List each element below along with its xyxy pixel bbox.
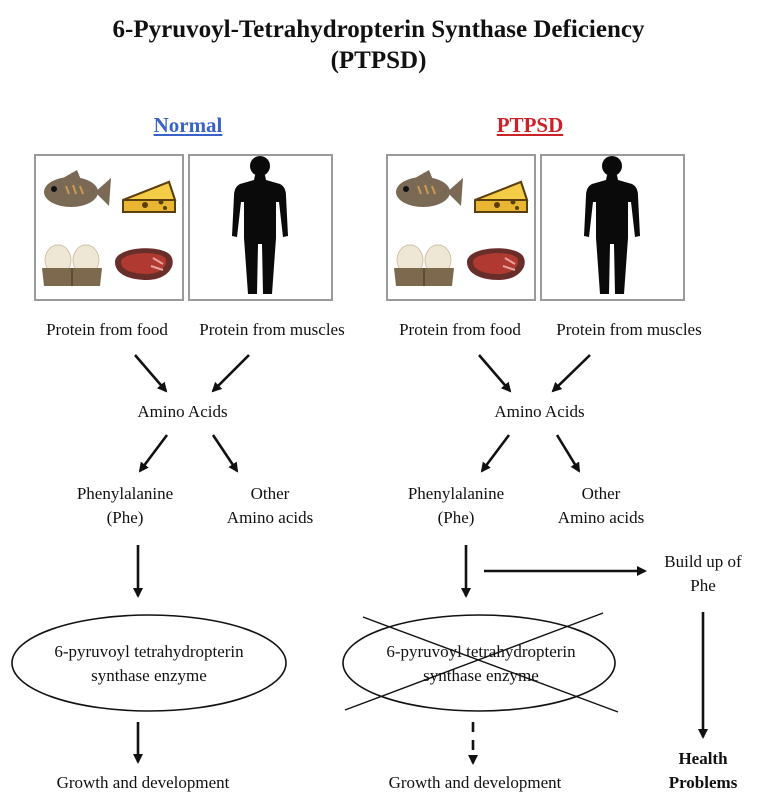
cross-out-line	[362, 616, 619, 713]
enzyme-ellipse	[11, 614, 287, 712]
arrow-amino-to-other	[211, 434, 239, 473]
normal-outcome-label: Growth and development	[56, 773, 230, 792]
arrow-muscle-to-amino	[211, 354, 250, 393]
health-problems-label: Health	[678, 749, 728, 768]
enzyme-ellipse	[342, 614, 616, 712]
normal-enzyme-label: 6-pyruvoyl tetrahydropterin	[54, 642, 244, 661]
page-title: 6-Pyruvoyl-Tetrahydropterin Synthase Def…	[112, 16, 645, 43]
normal-other-label: Other	[250, 484, 290, 503]
normal-heading: Normal	[153, 113, 223, 137]
ptpsd-protein-muscles-label: Protein from muscles	[556, 320, 702, 339]
normal-phe-label: Phenylalanine	[76, 484, 174, 503]
ptpsd-enzyme-label-2: synthase enzyme	[423, 666, 539, 685]
ptpsd-outcome-label: Growth and development	[388, 773, 562, 792]
arrow-food-to-amino	[478, 354, 512, 393]
arrow-amino-to-phe	[480, 434, 511, 473]
ptpsd-amino-acids-label: Amino Acids	[494, 402, 585, 421]
ptpsd-enzyme-label: 6-pyruvoyl tetrahydropterin	[386, 642, 576, 661]
buildup-label-2: Phe	[690, 576, 716, 595]
arrow-food-to-amino	[134, 354, 168, 393]
buildup-label: Build up of	[664, 552, 742, 571]
ptpsd-protein-food-label: Protein from food	[399, 320, 521, 339]
ptpsd-other-label-2: Amino acids	[557, 508, 645, 527]
arrow-amino-to-phe	[138, 434, 169, 473]
arrow-muscle-to-amino	[551, 354, 591, 393]
arrow-amino-to-other	[555, 434, 581, 473]
normal-phe-abbrev: (Phe)	[106, 508, 144, 527]
ptpsd-phe-label: Phenylalanine	[407, 484, 505, 503]
normal-other-label-2: Amino acids	[226, 508, 314, 527]
normal-protein-muscles-label: Protein from muscles	[199, 320, 345, 339]
ptpsd-other-label: Other	[581, 484, 621, 503]
page-subtitle: (PTPSD)	[330, 47, 427, 74]
cross-out-line	[344, 612, 604, 711]
health-problems-label-2: Problems	[668, 773, 738, 792]
normal-enzyme-label-2: synthase enzyme	[91, 666, 207, 685]
ptpsd-phe-abbrev: (Phe)	[437, 508, 475, 527]
normal-amino-acids-label: Amino Acids	[137, 402, 228, 421]
ptpsd-heading: PTPSD	[496, 113, 564, 137]
normal-protein-food-label: Protein from food	[46, 320, 168, 339]
